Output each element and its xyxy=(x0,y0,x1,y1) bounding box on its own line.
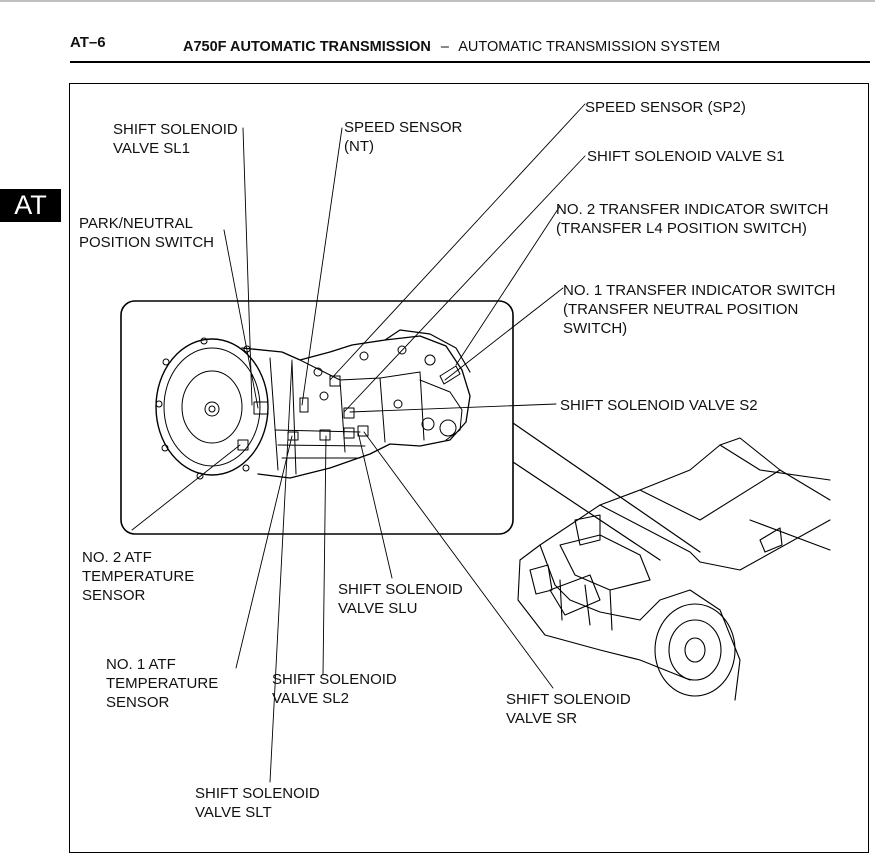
label-line: SHIFT SOLENOID xyxy=(272,671,397,688)
label-line: SHIFT SOLENOID xyxy=(113,121,238,138)
header-separator: – xyxy=(440,39,449,55)
label-transfer-indicator-switch-no1: NO. 1 TRANSFER INDICATOR SWITCH (TRANSFE… xyxy=(563,281,836,338)
leader-lines xyxy=(131,103,586,783)
label-speed-sensor-sp2: SPEED SENSOR (SP2) xyxy=(585,99,746,116)
label-line: POSITION SWITCH xyxy=(79,234,214,251)
label-transfer-indicator-switch-no2: NO. 2 TRANSFER INDICATOR SWITCH (TRANSFE… xyxy=(556,200,829,238)
page-number: AT–6 xyxy=(70,34,106,51)
label-line: NO. 2 ATF xyxy=(82,549,152,566)
label-shift-solenoid-slt: SHIFT SOLENOID VALVE SLT xyxy=(195,784,320,822)
label-line: NO. 2 TRANSFER INDICATOR SWITCH xyxy=(556,201,829,218)
label-line: SENSOR xyxy=(82,587,146,604)
label-line: VALVE SLT xyxy=(195,804,272,821)
truck-drawing xyxy=(517,437,831,701)
label-line: (TRANSFER L4 POSITION SWITCH) xyxy=(556,220,807,237)
label-park-neutral-switch: PARK/NEUTRAL POSITION SWITCH xyxy=(79,214,214,252)
label-line: (NT) xyxy=(344,138,374,155)
label-atf-temp-sensor-no1: NO. 1 ATF TEMPERATURE SENSOR xyxy=(106,655,218,712)
header-rule xyxy=(70,61,870,63)
label-line: TEMPERATURE xyxy=(82,568,195,585)
label-line: (TRANSFER NEUTRAL POSITION xyxy=(563,301,799,318)
label-shift-solenoid-s2: SHIFT SOLENOID VALVE S2 xyxy=(560,397,758,414)
label-line: SWITCH) xyxy=(563,320,628,337)
label-line: TEMPERATURE xyxy=(106,675,219,692)
label-shift-solenoid-sl2: SHIFT SOLENOID VALVE SL2 xyxy=(272,670,397,708)
page-top-border xyxy=(0,0,875,2)
label-shift-solenoid-slu: SHIFT SOLENOID VALVE SLU xyxy=(338,580,463,618)
label-line: SPEED SENSOR xyxy=(344,119,463,136)
label-line: NO. 1 ATF xyxy=(106,656,176,673)
label-line: SHIFT SOLENOID xyxy=(338,581,463,598)
label-line: SENSOR xyxy=(106,694,170,711)
label-shift-solenoid-sl1: SHIFT SOLENOID VALVE SL1 xyxy=(113,120,238,158)
label-line: SHIFT SOLENOID xyxy=(195,785,320,802)
label-shift-solenoid-s1: SHIFT SOLENOID VALVE S1 xyxy=(587,148,785,165)
header-subtitle: AUTOMATIC TRANSMISSION SYSTEM xyxy=(458,39,721,55)
label-line: PARK/NEUTRAL xyxy=(79,215,193,232)
label-shift-solenoid-sr: SHIFT SOLENOID VALVE SR xyxy=(506,690,631,728)
inset-callout-lines xyxy=(512,422,701,561)
label-line: VALVE SLU xyxy=(338,600,418,617)
transmission-drawing xyxy=(155,329,471,480)
label-line: VALVE SL1 xyxy=(113,140,190,157)
label-line: SHIFT SOLENOID xyxy=(506,691,631,708)
label-line: VALVE SL2 xyxy=(272,690,349,707)
header-title: A750F AUTOMATIC TRANSMISSION xyxy=(183,39,431,55)
label-line: NO. 1 TRANSFER INDICATOR SWITCH xyxy=(563,282,836,299)
transmission-inset-box xyxy=(120,300,514,535)
label-atf-temp-sensor-no2: NO. 2 ATF TEMPERATURE SENSOR xyxy=(82,548,194,605)
label-line: VALVE SR xyxy=(506,710,578,727)
page-header: A750F AUTOMATIC TRANSMISSION – AUTOMATIC… xyxy=(183,39,720,55)
section-tab: AT xyxy=(0,189,61,222)
label-speed-sensor-nt: SPEED SENSOR (NT) xyxy=(344,118,462,156)
